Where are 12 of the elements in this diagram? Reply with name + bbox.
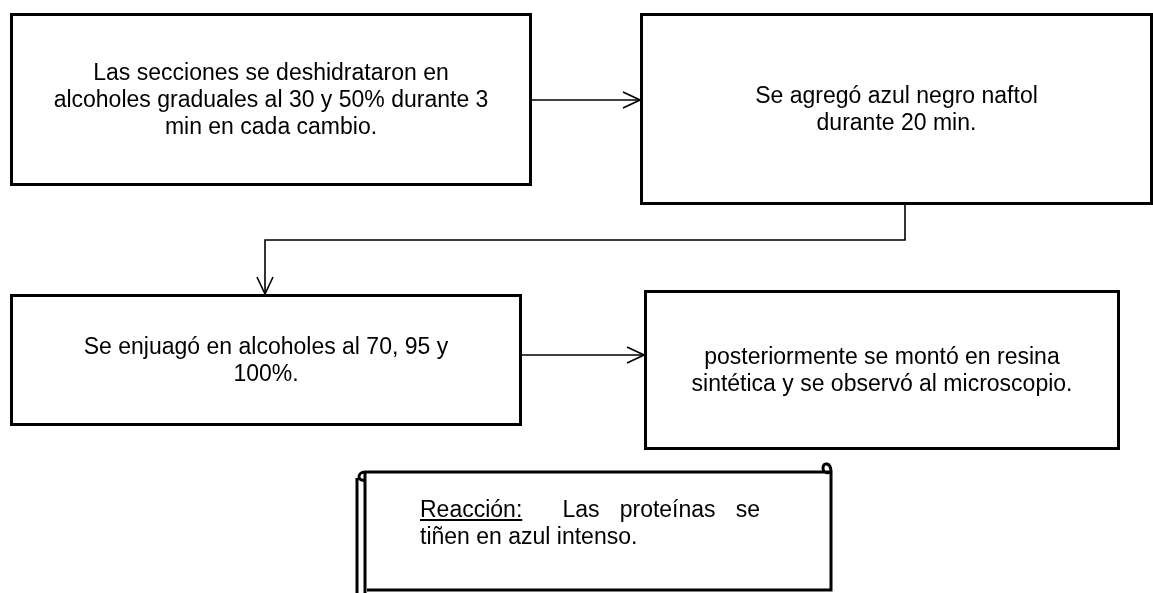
arrow [531, 91, 641, 109]
process-box [640, 13, 1153, 205]
step-text: Se enjuagó en alcoholes al 70, 95 y 100%. [82, 333, 450, 387]
process-box [644, 290, 1120, 450]
arrow [521, 346, 645, 364]
note-text: Reacción: Las proteínas se tiñen en azul intenso. [420, 496, 760, 550]
arrow [256, 204, 906, 295]
step-text: Las secciones se deshidrataron en alcoholes graduales al 30 y 50% durante 3 min en cada cambio. [52, 59, 490, 140]
step-text: Se agregó azul negro naftol durante 20 min. [754, 82, 1039, 136]
process-box [10, 13, 532, 186]
step-text: posteriormente se montó en resina sintética y se observó al microscopio. [690, 343, 1074, 397]
process-box [10, 294, 522, 426]
